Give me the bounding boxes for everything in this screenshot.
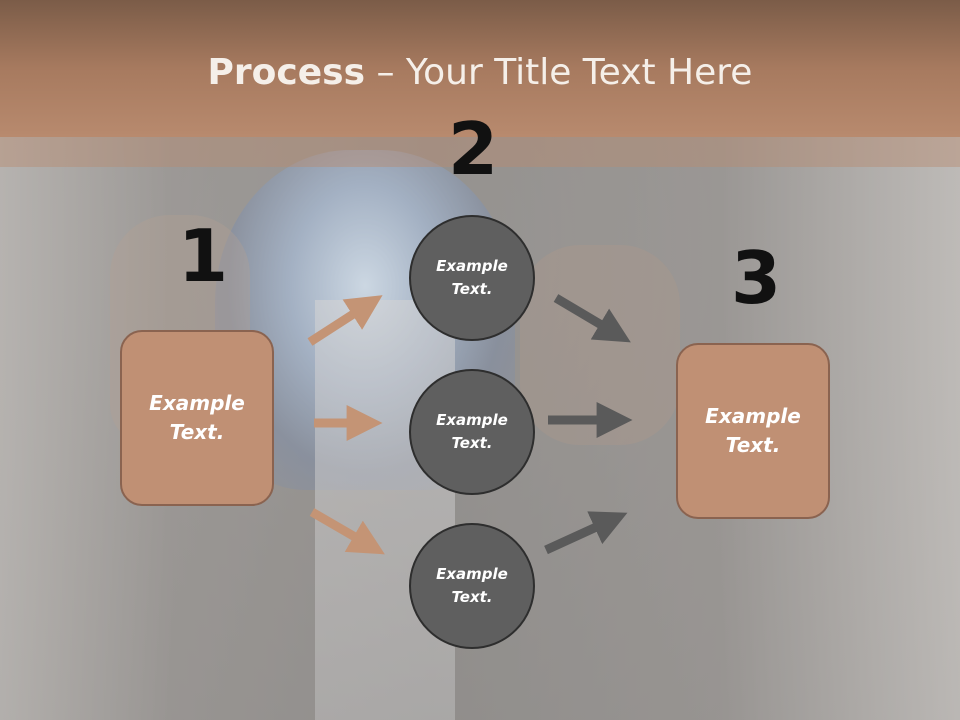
step-number-1: 1 [178, 214, 229, 298]
step-2-circle-bottom[interactable]: Example Text. [409, 523, 535, 649]
arrow-top-to-3 [553, 294, 631, 343]
title-rest: – Your Title Text Here [365, 52, 753, 93]
step-3-text-line-1: Example [705, 404, 801, 428]
circle-bottom-line-1: Example [436, 565, 508, 583]
step-3-text: Example Text. [705, 402, 801, 460]
step-2-circle-top[interactable]: Example Text. [409, 215, 535, 341]
circle-middle-line-2: Text. [451, 434, 493, 452]
arrow-1-to-top [307, 295, 383, 346]
slide-title: Process – Your Title Text Here [0, 52, 960, 93]
circle-top-text: Example Text. [436, 255, 508, 301]
arrow-bottom-to-3 [544, 511, 628, 555]
title-bar [0, 0, 960, 137]
circle-top-line-2: Text. [451, 280, 493, 298]
step-1-box[interactable]: Example Text. [120, 330, 274, 506]
circle-top-line-1: Example [436, 257, 508, 275]
circle-middle-text: Example Text. [436, 409, 508, 455]
title-band [0, 137, 960, 167]
circle-bottom-line-2: Text. [451, 588, 493, 606]
step-2-circle-middle[interactable]: Example Text. [409, 369, 535, 495]
step-3-box[interactable]: Example Text. [676, 343, 830, 519]
step-3-text-line-2: Text. [725, 433, 781, 457]
background-shirt [315, 300, 455, 720]
step-1-text-line-2: Text. [169, 420, 225, 444]
step-number-3: 3 [731, 236, 782, 320]
circle-bottom-text: Example Text. [436, 563, 508, 609]
circle-middle-line-1: Example [436, 411, 508, 429]
step-1-text-line-1: Example [149, 391, 245, 415]
arrow-1-to-bottom [309, 508, 385, 555]
step-1-text: Example Text. [149, 389, 245, 447]
title-bold: Process [207, 52, 366, 93]
step-number-2: 2 [448, 107, 499, 191]
